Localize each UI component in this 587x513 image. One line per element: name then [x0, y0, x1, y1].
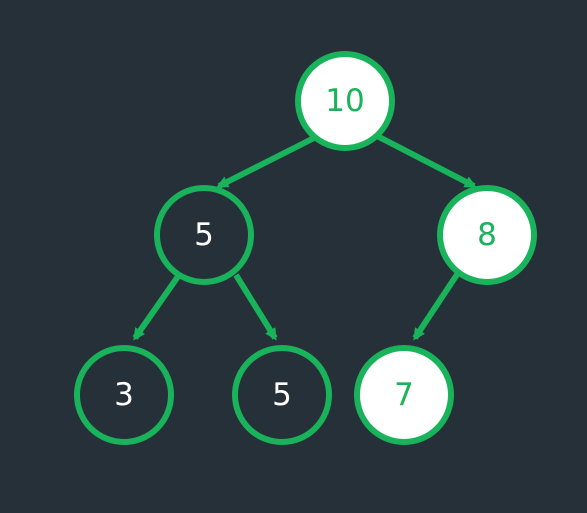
tree-node-left-right: 5	[232, 345, 332, 445]
node-circle	[437, 185, 537, 285]
tree-node-left-left: 3	[74, 345, 174, 445]
node-circle	[154, 185, 254, 285]
node-label: 3	[114, 377, 134, 413]
edge-left-to-left-right	[233, 273, 278, 341]
tree-node-root: 10	[295, 51, 395, 151]
tree-node-left: 5	[154, 185, 254, 285]
tree-edges	[132, 133, 477, 341]
node-label: 5	[194, 217, 214, 253]
node-circle	[74, 345, 174, 445]
edge-root-to-left	[216, 133, 320, 189]
node-circle	[295, 51, 395, 151]
edge-root-to-right	[375, 133, 477, 189]
node-label: 8	[477, 217, 497, 253]
node-label: 10	[325, 83, 364, 119]
tree-node-right: 8	[437, 185, 537, 285]
tree-node-right-left: 7	[354, 345, 454, 445]
edge-left-to-left-left	[132, 273, 182, 341]
node-label: 5	[272, 377, 292, 413]
node-label: 7	[394, 377, 414, 413]
edge-right-to-right-left	[412, 271, 461, 341]
node-circle	[232, 345, 332, 445]
node-circle	[354, 345, 454, 445]
